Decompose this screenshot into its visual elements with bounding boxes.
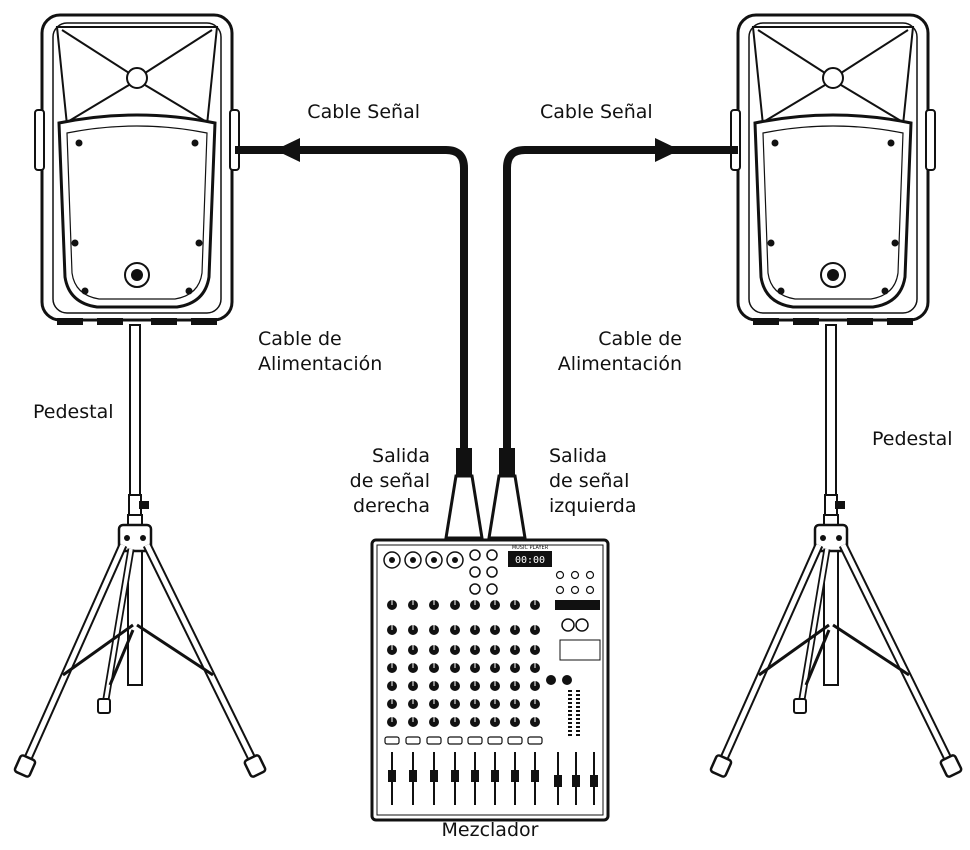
signal-cable-left [487,138,738,540]
speaker-left [33,13,241,327]
stand-left [14,325,266,778]
stand-right-label: Pedestal [872,428,953,450]
speaker-right [729,13,937,327]
power-cable-right-label: Cable de Alimentación [557,328,682,375]
stand-left-label: Pedestal [33,401,114,423]
mixer-music-player-label: MUSIC PLAYER [512,545,549,551]
signal-cable-right-label: Cable Señal [540,101,653,123]
power-cable-left-label: Cable de Alimentación [258,328,383,375]
mixer: 00:00 MUSIC PLAYER [370,538,610,822]
mixer-label: Mezclador [441,819,539,841]
mixer-knobs [383,549,601,805]
stand-right [710,325,962,778]
signal-cable-left-label: Cable Señal [307,101,420,123]
mixer-display: 00:00 [515,555,545,566]
signal-cable-right [235,138,484,540]
output-right-label: Salida de señal derecha [349,445,430,517]
output-left-label: Salida de señal izquierda [549,445,637,517]
